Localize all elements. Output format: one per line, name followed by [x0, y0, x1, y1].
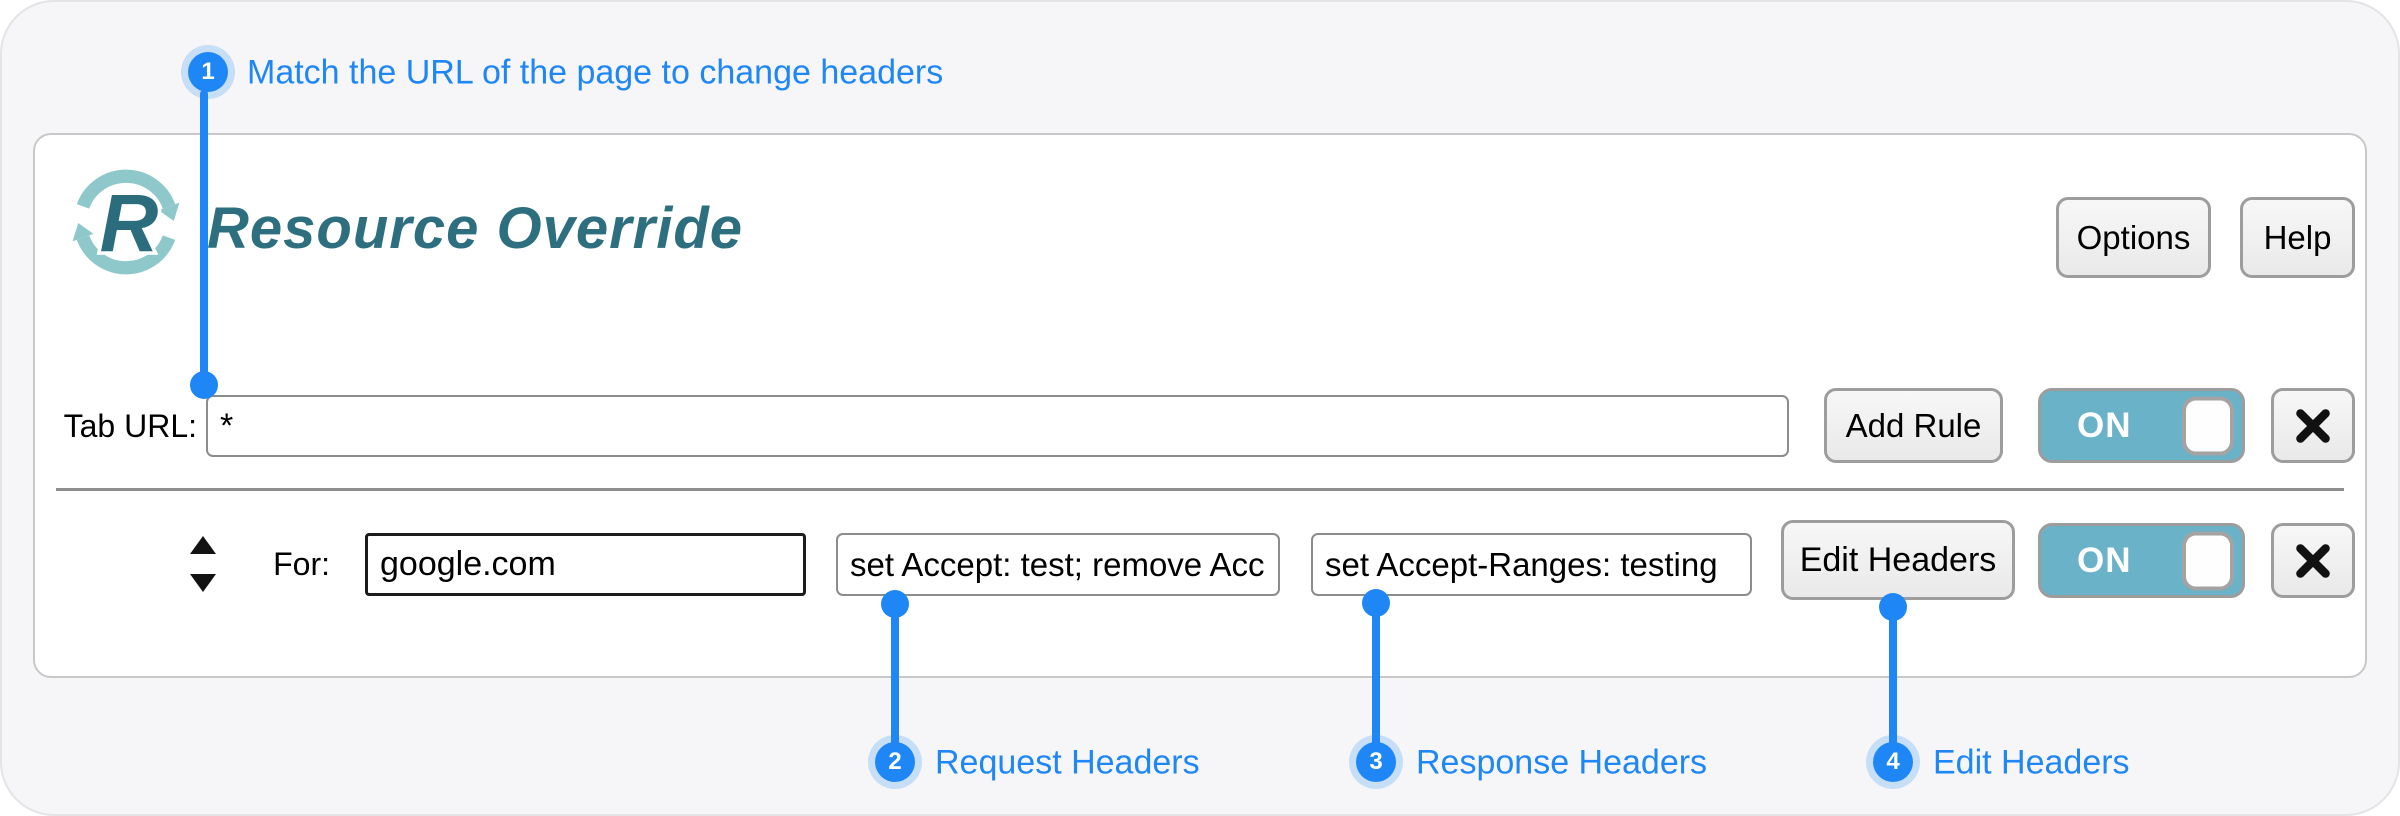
delete-override-rule-button[interactable]: [2271, 523, 2355, 598]
delete-tab-rule-button[interactable]: [2271, 388, 2355, 463]
tab-rule-on-toggle[interactable]: ON: [2038, 388, 2245, 463]
override-rule-on-toggle[interactable]: ON: [2038, 523, 2245, 598]
main-card: R Resource Override Options Help Tab URL…: [33, 133, 2367, 678]
callout-1-anchor-dot: [190, 371, 218, 399]
callout-3-badge: 3: [1349, 735, 1403, 789]
callout-2-anchor-dot: [881, 590, 909, 618]
callout-2-number: 2: [875, 742, 915, 782]
callout-3-number: 3: [1356, 742, 1396, 782]
close-icon: [2296, 408, 2330, 443]
callout-1-label: Match the URL of the page to change head…: [247, 53, 944, 92]
for-label: For:: [273, 546, 330, 582]
toggle-knob: [2182, 531, 2234, 590]
sort-up-icon: [190, 536, 216, 554]
match-url-input[interactable]: [365, 533, 806, 596]
toggle-on-label: ON: [2077, 405, 2132, 445]
callout-1-line: [200, 90, 208, 386]
resource-override-logo-icon: R: [72, 169, 180, 275]
rule-divider: [56, 488, 2344, 491]
callout-4-anchor-dot: [1879, 593, 1907, 621]
callout-4-badge: 4: [1866, 735, 1920, 789]
callout-3-label: Response Headers: [1416, 743, 1708, 782]
callout-1-badge: 1: [181, 45, 235, 99]
options-button[interactable]: Options: [2056, 197, 2211, 278]
callout-3-anchor-dot: [1362, 589, 1390, 617]
toggle-on-label: ON: [2077, 540, 2132, 580]
callout-4-number: 4: [1873, 742, 1913, 782]
callout-2-badge: 2: [868, 735, 922, 789]
toggle-knob: [2182, 396, 2234, 455]
callout-2-line: [891, 604, 899, 762]
response-headers-input[interactable]: [1311, 533, 1752, 596]
add-rule-button[interactable]: Add Rule: [1824, 388, 2003, 463]
edit-headers-button[interactable]: Edit Headers: [1781, 520, 2015, 600]
tab-url-input[interactable]: [206, 395, 1789, 457]
page-title: Resource Override: [207, 196, 744, 261]
help-button[interactable]: Help: [2240, 197, 2355, 278]
close-icon: [2296, 543, 2330, 578]
callout-3-line: [1372, 603, 1380, 762]
tab-url-label: Tab URL:: [63, 408, 197, 444]
reorder-rule-handle[interactable]: [179, 536, 227, 592]
callout-1-number: 1: [188, 52, 228, 92]
request-headers-input[interactable]: [836, 533, 1280, 596]
callout-4-line: [1889, 607, 1897, 762]
svg-text:R: R: [100, 178, 159, 269]
sort-down-icon: [190, 574, 216, 592]
callout-2-label: Request Headers: [935, 743, 1200, 782]
callout-4-label: Edit Headers: [1933, 743, 2130, 782]
